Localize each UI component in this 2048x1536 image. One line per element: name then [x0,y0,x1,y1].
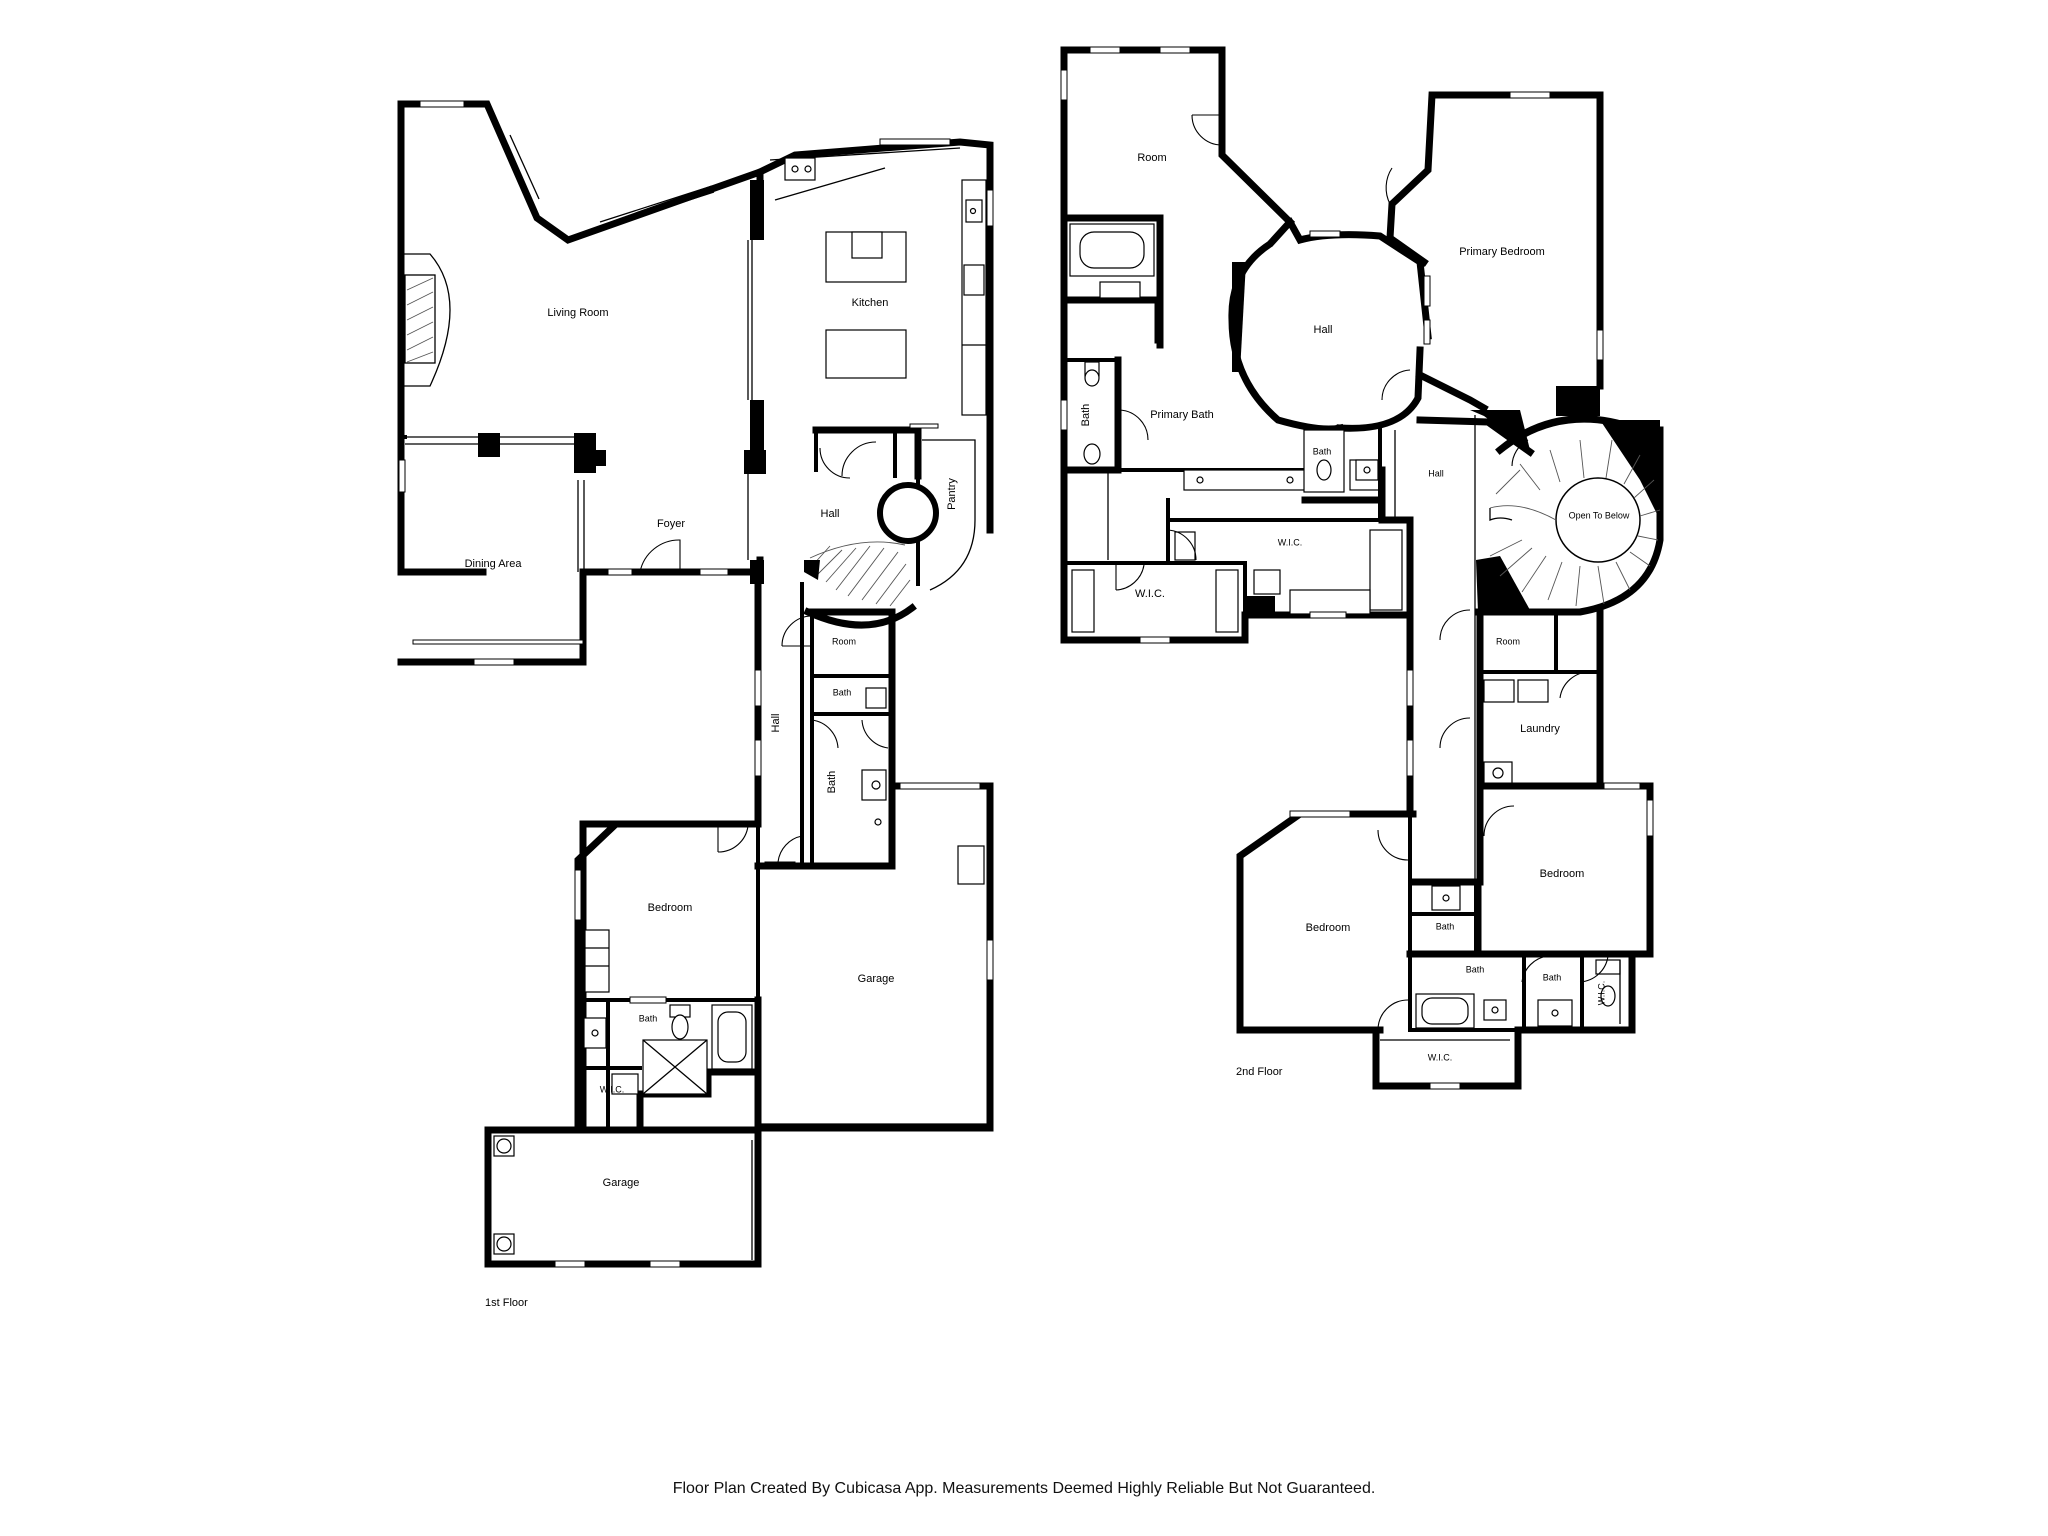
dining-divider [405,433,606,666]
label-wic-bottom: W.I.C. [1428,1052,1453,1062]
fireplace [404,253,451,387]
label-dining-area: Dining Area [465,558,523,570]
label-room-small-upper: Room [1496,636,1520,646]
label-hall: Hall [821,508,840,520]
label-bedroom: Bedroom [648,902,693,914]
lower-bath-walls [1372,950,1636,1090]
primary-bath-walls [1060,356,1386,560]
living-dining-walls [397,100,994,666]
label-foyer: Foyer [657,518,685,530]
label-hall-corridor: Hall [770,714,782,733]
floor-label-1st: 1st Floor [485,1297,528,1309]
label-primary-bedroom: Primary Bedroom [1459,246,1545,258]
label-living-room: Living Room [547,307,608,319]
pantry-hall-walls [803,423,994,629]
label-room-upper: Room [1137,152,1166,164]
label-bath-corridor: Bath [826,771,838,794]
wic-block-walls [1060,496,1414,644]
kitchen-fixtures [769,147,994,416]
label-bath-b: Bath [1543,972,1562,982]
label-bath-small: Bath [833,687,852,697]
left-bedroom-walls [1236,810,1414,1034]
label-wic-lower: W.I.C. [1135,588,1165,600]
label-bath-bedroom: Bath [639,1013,658,1023]
label-bedroom-right: Bedroom [1540,868,1585,880]
label-bath-a: Bath [1466,964,1485,974]
foyer-walls [579,180,766,584]
label-hall-round: Hall [1314,324,1333,336]
label-garage-main: Garage [858,973,895,985]
round-hall [1228,217,1432,433]
label-wic-side: W.I.C. [1596,981,1606,1006]
label-hall-corridor-upper: Hall [1428,468,1444,478]
label-wic: W.I.C. [600,1084,625,1094]
center-bath-walls [1409,878,1482,958]
spiral-stair [1474,415,1664,616]
label-wic-upper: W.I.C. [1278,537,1303,547]
label-bath-center: Bath [1436,921,1455,931]
stairs-first-floor [804,541,911,607]
label-garage-lower: Garage [603,1177,640,1189]
bedroom-walls [574,820,762,1134]
primary-bedroom-walls [1385,91,1604,450]
label-primary-bath: Primary Bath [1150,409,1214,421]
label-room: Room [832,636,856,646]
lower-garage-walls [484,1126,762,1268]
label-laundry: Laundry [1520,723,1560,735]
label-kitchen: Kitchen [852,297,889,309]
footer-disclaimer: Floor Plan Created By Cubicasa App. Meas… [672,1480,1376,1497]
label-bedroom-left: Bedroom [1306,922,1351,934]
label-open-to-below: Open To Below [1569,510,1630,520]
main-garage-walls [754,782,994,1132]
bedroom-bath-walls [576,996,762,1134]
label-pantry: Pantry [946,478,958,510]
first-floor-plan: Living Room Kitchen Dining Area Foyer Ha… [397,100,994,1309]
label-bath-small-upper: Bath [1313,446,1332,456]
floor-label-2nd: 2nd Floor [1236,1066,1283,1078]
label-bath-upper: Bath [1080,404,1092,427]
second-floor-plan: Room Primary Bedroom Hall Bath Primary B… [1060,46,1664,1090]
laundry-walls [1439,608,1604,886]
